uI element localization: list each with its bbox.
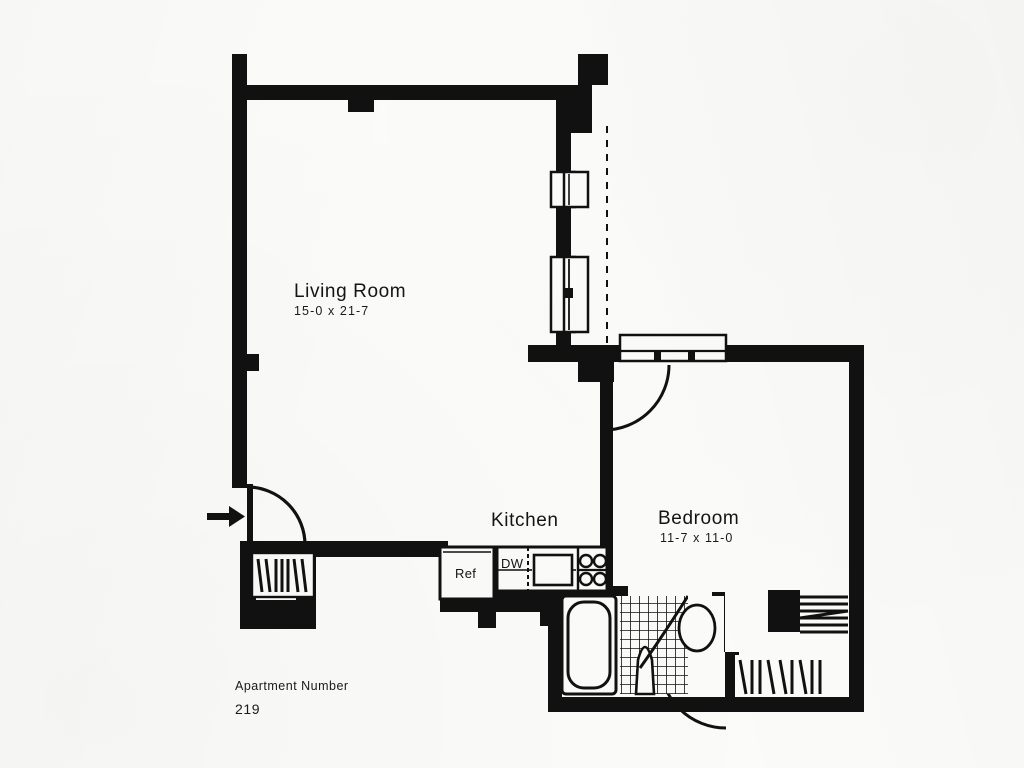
wall-closet-bed-a: [768, 590, 800, 632]
living-room-label: Living Room: [294, 281, 406, 302]
wall-hall-top: [316, 541, 448, 557]
living-window-lower: [549, 255, 590, 334]
wall-top: [232, 85, 592, 100]
entry-door: [246, 484, 307, 546]
kitchen-fixtures: [438, 545, 609, 601]
column-left-wall: [232, 354, 259, 371]
closet-group: [250, 551, 849, 697]
apartment-number-label: Apartment Number: [235, 679, 349, 693]
bedroom-closet-vertical: [735, 655, 845, 697]
wall-right-exterior: [849, 345, 864, 710]
bedroom-dimensions: 11-7 x 11-0: [660, 531, 733, 545]
living-room-dimensions: 15-0 x 21-7: [294, 304, 369, 318]
wall-group: [232, 54, 864, 712]
bathroom-fixtures: [560, 594, 724, 696]
bedroom-window: [618, 333, 728, 363]
wall-right-living-upper: [556, 85, 592, 133]
wall-left-lower: [232, 368, 247, 488]
entry-closet: [250, 551, 316, 599]
refrigerator-label: Ref: [455, 566, 476, 581]
wall-left-upper: [232, 54, 247, 356]
burner: [578, 571, 594, 587]
refrigerator: [438, 545, 496, 601]
burner: [592, 571, 608, 587]
wall-right-living-b: [556, 206, 571, 258]
column-top-wall: [348, 87, 374, 112]
bedroom-label: Bedroom: [658, 508, 739, 529]
wall-bath-left: [548, 592, 562, 712]
kitchen-label: Kitchen: [491, 510, 559, 531]
wall-kitchen-leg-a: [478, 592, 496, 628]
kitchen-sink: [532, 553, 574, 587]
bathtub: [560, 594, 618, 696]
bedroom-closet-horizontal: [799, 593, 849, 635]
wall-corner-top-right: [578, 54, 608, 85]
wall-bedroom-left-upper: [600, 362, 613, 440]
toilet: [634, 595, 690, 696]
living-window-upper: [549, 170, 590, 209]
wall-living-bottom-right: [528, 345, 594, 362]
apartment-number-value: 219: [235, 701, 260, 717]
burner: [592, 553, 608, 569]
window-group: [549, 126, 728, 363]
label-group: Living Room 15-0 x 21-7 Bedroom 11-7 x 1…: [235, 281, 739, 717]
dishwasher-label: DW: [501, 556, 524, 571]
arrow-right-icon: [207, 506, 245, 527]
wall-bath-bottom: [548, 697, 864, 712]
burner: [578, 553, 594, 569]
wall-entry-top: [240, 541, 340, 555]
counter-run: [495, 545, 609, 593]
bedroom-door: [603, 364, 671, 432]
wall-right-living-a: [556, 128, 571, 173]
bathroom-sink: [677, 596, 724, 694]
